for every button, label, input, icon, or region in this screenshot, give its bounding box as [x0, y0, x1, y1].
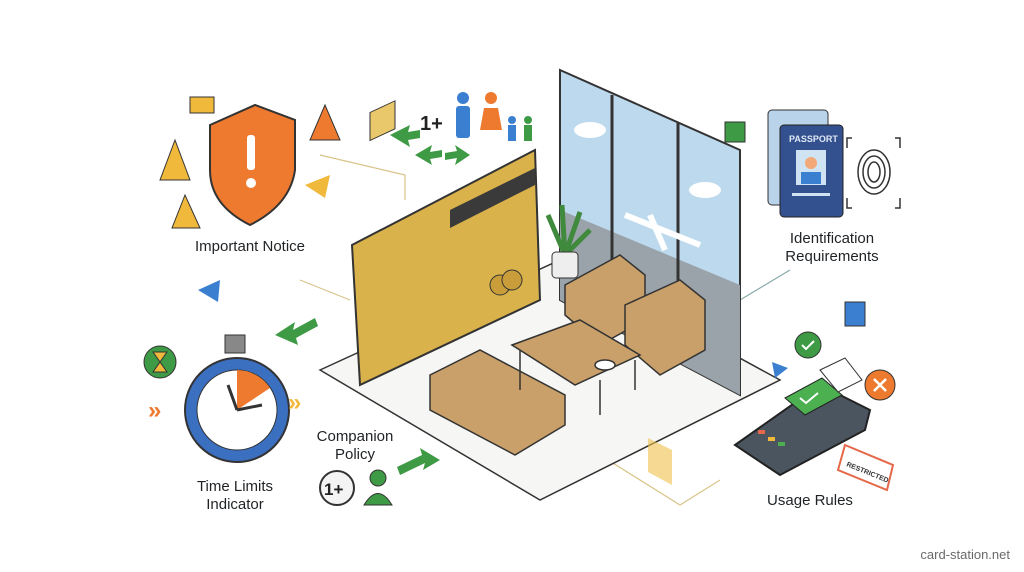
check-badge-icon [794, 331, 822, 359]
label-time-limits: Time Limits Indicator [155, 478, 315, 514]
fingerprint-icon [846, 137, 901, 209]
warning-shield-icon [209, 103, 296, 227]
hourglass-icon [143, 345, 177, 379]
label-line: Companion [316, 428, 394, 445]
arrow-icons [275, 125, 470, 475]
label-important-notice: Important Notice [194, 238, 306, 255]
label-companion-policy: Companion Policy [290, 428, 420, 464]
folder-shape-icon [648, 438, 672, 485]
credit-card-icon [350, 100, 542, 387]
cube-icon [844, 301, 866, 327]
restricted-sign-icon: RESTRICTED [836, 443, 895, 492]
cube-icon [724, 121, 746, 143]
svg-text:PASSPORT: PASSPORT [789, 134, 838, 144]
label-usage-rules: Usage Rules [767, 492, 853, 509]
payment-terminal-icon [733, 357, 872, 477]
warning-triangle-icon [309, 103, 341, 141]
triangle-shape-icon [772, 362, 788, 378]
person-icon [363, 469, 393, 506]
chevrons-icon: » [148, 397, 161, 424]
label-line: Identification [789, 230, 875, 247]
lounge-furniture [429, 254, 706, 456]
label-identification-requirements: Identification Requirements [752, 230, 912, 266]
passport-icon: PASSPORT [767, 109, 844, 218]
stopwatch-icon [184, 334, 290, 463]
label-line: Policy [334, 446, 375, 463]
plant-icon [545, 204, 592, 279]
label-line: Indicator [206, 496, 264, 513]
warning-triangle-icon [305, 175, 330, 198]
people-icon [456, 92, 532, 141]
chevrons-icon: » [288, 389, 301, 416]
warning-triangle-icon [159, 138, 191, 181]
airplane-icon [623, 212, 702, 252]
deny-badge-icon [864, 369, 896, 401]
companion-count-badge [319, 470, 355, 506]
label-line: Time Limits [196, 478, 274, 495]
connector-lines [299, 154, 791, 506]
triangle-shape-icon [198, 280, 220, 302]
watermark: card-station.net [920, 547, 1010, 562]
companion-count-top: 1+ [420, 113, 443, 135]
label-line: Requirements [785, 248, 879, 265]
companion-count-bottom: 1+ [324, 480, 343, 499]
warning-triangle-icon [171, 193, 201, 229]
speech-bubble-icon [189, 96, 215, 114]
